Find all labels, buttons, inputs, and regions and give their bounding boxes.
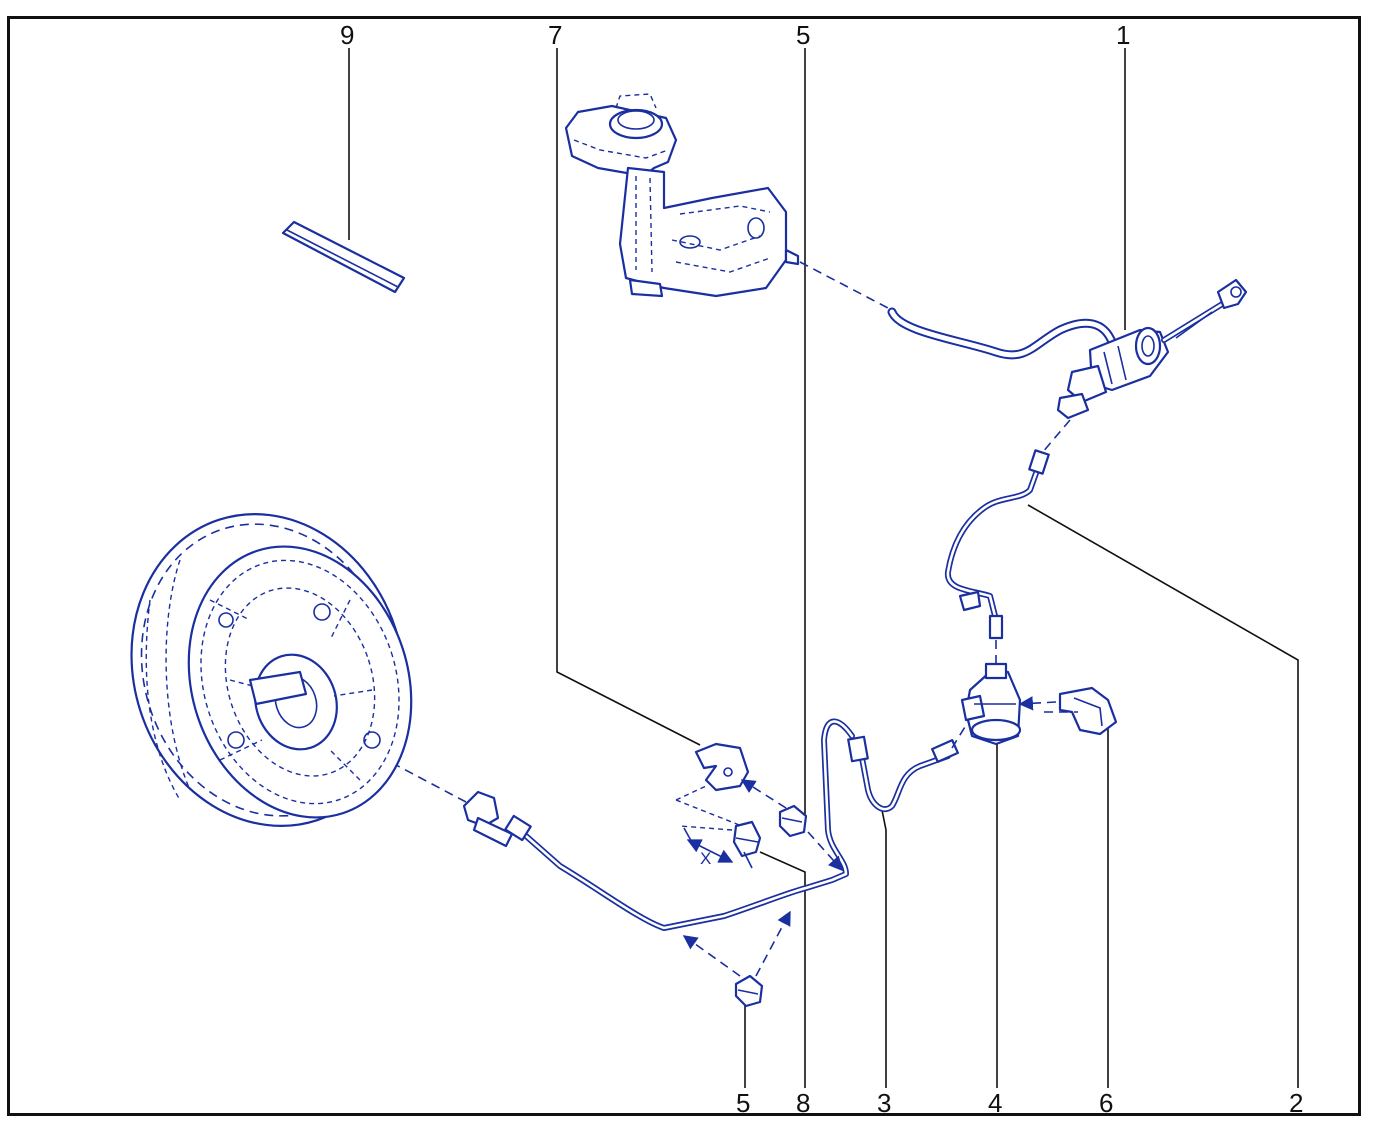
callout-2: 2 <box>1289 1088 1303 1118</box>
callout-6: 6 <box>1099 1088 1113 1118</box>
flywheel-clutch-assembly <box>130 513 413 827</box>
callout-9: 9 <box>340 20 354 50</box>
part-4-slave-cylinder <box>960 662 1022 746</box>
callouts-top: 9 7 5 1 <box>340 20 1130 50</box>
callout-4: 4 <box>988 1088 1002 1118</box>
part-7-bracket <box>675 742 753 831</box>
callout-5-bottom: 5 <box>736 1088 750 1118</box>
feed-pipe <box>887 307 1117 360</box>
callout-5-top: 5 <box>796 20 810 50</box>
callout-3: 3 <box>877 1088 891 1118</box>
part-5-bolt-lower <box>734 974 764 1008</box>
callout-1: 1 <box>1116 20 1130 50</box>
callout-8: 8 <box>796 1088 810 1118</box>
dimension-x-label: X <box>700 849 711 868</box>
part-1-master-cylinder <box>1056 278 1248 420</box>
part-8-bolt <box>679 820 762 858</box>
part-6-clip <box>1058 686 1118 736</box>
diagram-frame <box>7 16 1361 1116</box>
dimension-x: X <box>683 827 753 869</box>
fluid-reservoir <box>564 93 800 298</box>
callout-7: 7 <box>548 20 562 50</box>
part-5-bolt-upper <box>778 804 808 838</box>
leader-lines <box>348 48 1299 1088</box>
part-2-pressure-pipe <box>945 449 1050 640</box>
flex-hose <box>462 718 855 931</box>
part-9-strip <box>281 220 406 294</box>
part-3-pipe <box>847 735 959 813</box>
callouts-bottom: 5 8 3 4 6 2 <box>736 1088 1303 1118</box>
